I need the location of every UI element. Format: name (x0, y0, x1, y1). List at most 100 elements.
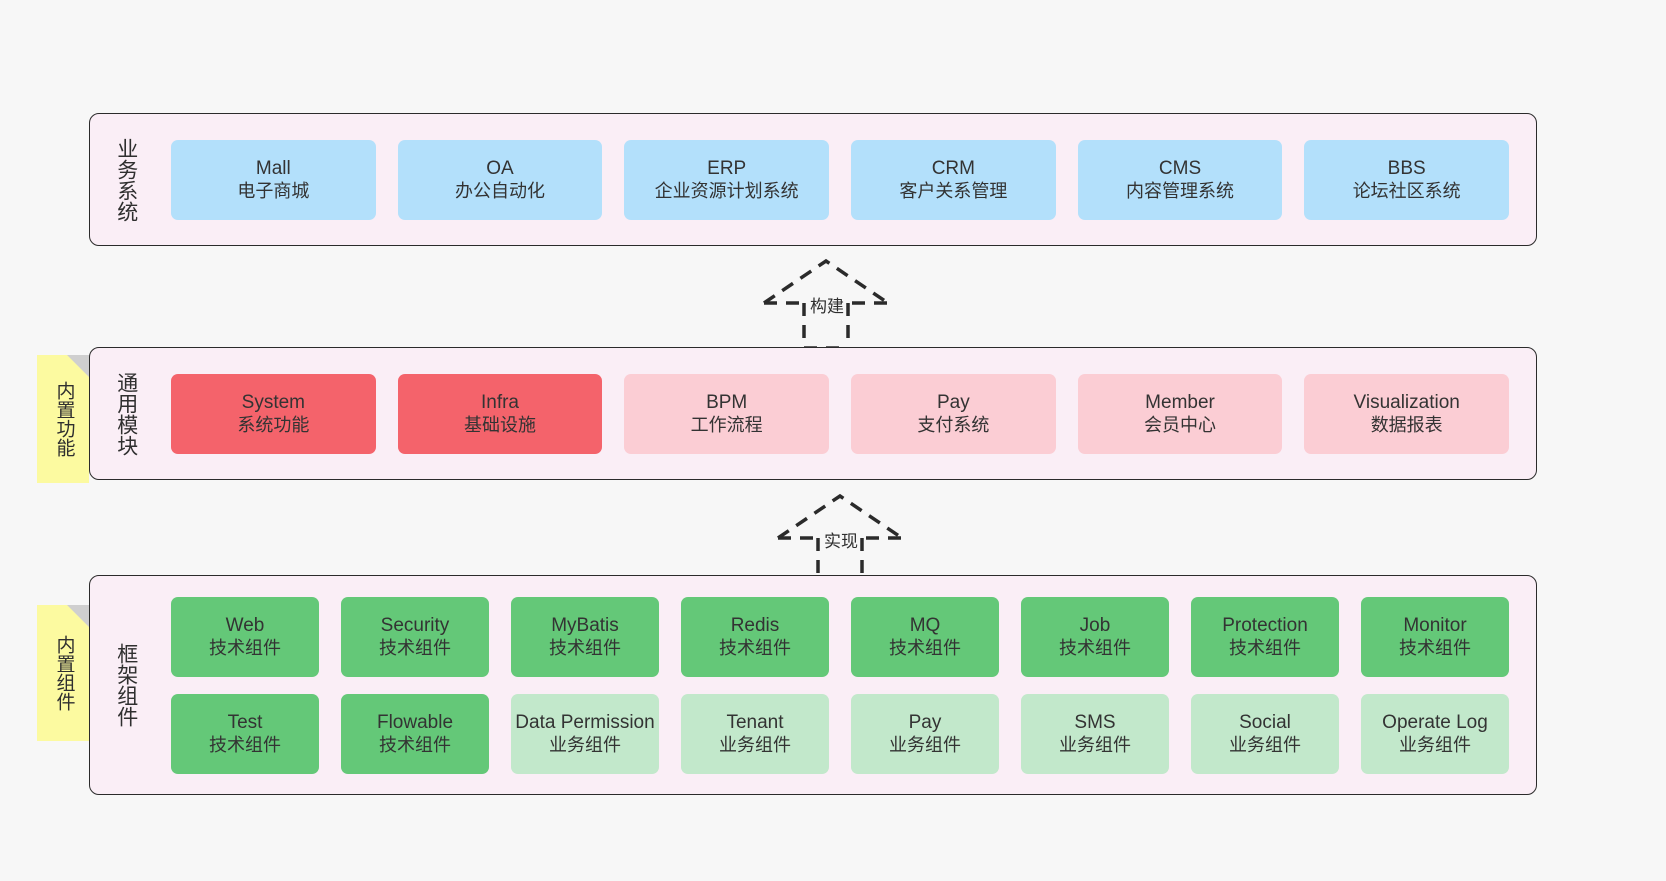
card-subtitle: 业务组件 (1229, 735, 1301, 756)
card-title: Redis (730, 614, 780, 636)
card-title: Pay (936, 391, 970, 413)
card-subtitle: 客户关系管理 (899, 181, 1008, 202)
connector-build: 构建 (752, 255, 902, 350)
card-title: System (241, 391, 306, 413)
card-title: Pay (908, 711, 942, 733)
card-subtitle: 办公自动化 (455, 181, 545, 202)
card-title: BPM (706, 391, 748, 413)
sticky-note-builtin-function-label: 内置功能 (53, 381, 75, 457)
sticky-note-builtin-function: 内置功能 (37, 355, 89, 483)
card-title: Monitor (1403, 614, 1467, 636)
card-subtitle: 电子商城 (237, 181, 310, 202)
card-subtitle: 企业资源计划系统 (654, 181, 799, 202)
card-title: CMS (1158, 157, 1202, 179)
card-subtitle: 技术组件 (379, 735, 451, 756)
card-subtitle: 基础设施 (464, 415, 536, 436)
card-title: Operate Log (1382, 711, 1488, 733)
card-subtitle: 技术组件 (719, 638, 791, 659)
card-title: Data Permission (515, 711, 655, 733)
card-subtitle: 会员中心 (1144, 415, 1217, 436)
card-subtitle: 技术组件 (1399, 638, 1471, 659)
connector-implement: 实现 (766, 490, 916, 585)
card-title: Mall (255, 157, 291, 179)
card-title: Security (380, 614, 450, 636)
card-subtitle: 技术组件 (889, 638, 961, 659)
layer-framework-components-title: 框架组件 (114, 643, 138, 727)
card-subtitle: 技术组件 (549, 638, 621, 659)
connector-implement-label: 实现 (822, 527, 860, 552)
card-title: MQ (909, 614, 941, 636)
card-title: Protection (1222, 614, 1308, 636)
card-subtitle: 技术组件 (209, 735, 281, 756)
card-title: Social (1239, 711, 1291, 733)
card-subtitle: 支付系统 (917, 415, 990, 436)
connector-build-label: 构建 (808, 292, 846, 317)
layer-business-system-title: 业务系统 (114, 137, 138, 222)
card-title: MyBatis (551, 614, 619, 636)
card-title: BBS (1387, 157, 1426, 179)
card-title: SMS (1074, 711, 1116, 733)
card-subtitle: 内容管理系统 (1126, 181, 1235, 202)
card-subtitle: 业务组件 (1059, 735, 1131, 756)
card-subtitle: 数据报表 (1370, 415, 1443, 436)
card-subtitle: 业务组件 (719, 735, 791, 756)
card-title: Member (1145, 391, 1215, 413)
card-subtitle: 技术组件 (1059, 638, 1131, 659)
sticky-note-builtin-component-label: 内置组件 (53, 635, 75, 711)
card-subtitle: 技术组件 (209, 638, 281, 659)
card-title: Flowable (376, 711, 454, 733)
card-subtitle: 业务组件 (549, 735, 621, 756)
card-subtitle: 论坛社区系统 (1352, 181, 1461, 202)
card-subtitle: 工作流程 (690, 415, 763, 436)
card-subtitle: 技术组件 (1229, 638, 1301, 659)
card-title: Job (1079, 614, 1111, 636)
card-subtitle: 业务组件 (889, 735, 961, 756)
card-title: Web (225, 614, 265, 636)
card-title: Test (227, 711, 263, 733)
card-title: Visualization (1353, 391, 1460, 413)
sticky-fold-corner-icon (67, 355, 89, 377)
card-title: CRM (931, 157, 975, 179)
card-title: ERP (707, 157, 747, 179)
card-title: OA (486, 157, 514, 179)
layer-common-modules-title: 通用模块 (114, 371, 138, 456)
sticky-note-builtin-component: 内置组件 (37, 605, 89, 741)
